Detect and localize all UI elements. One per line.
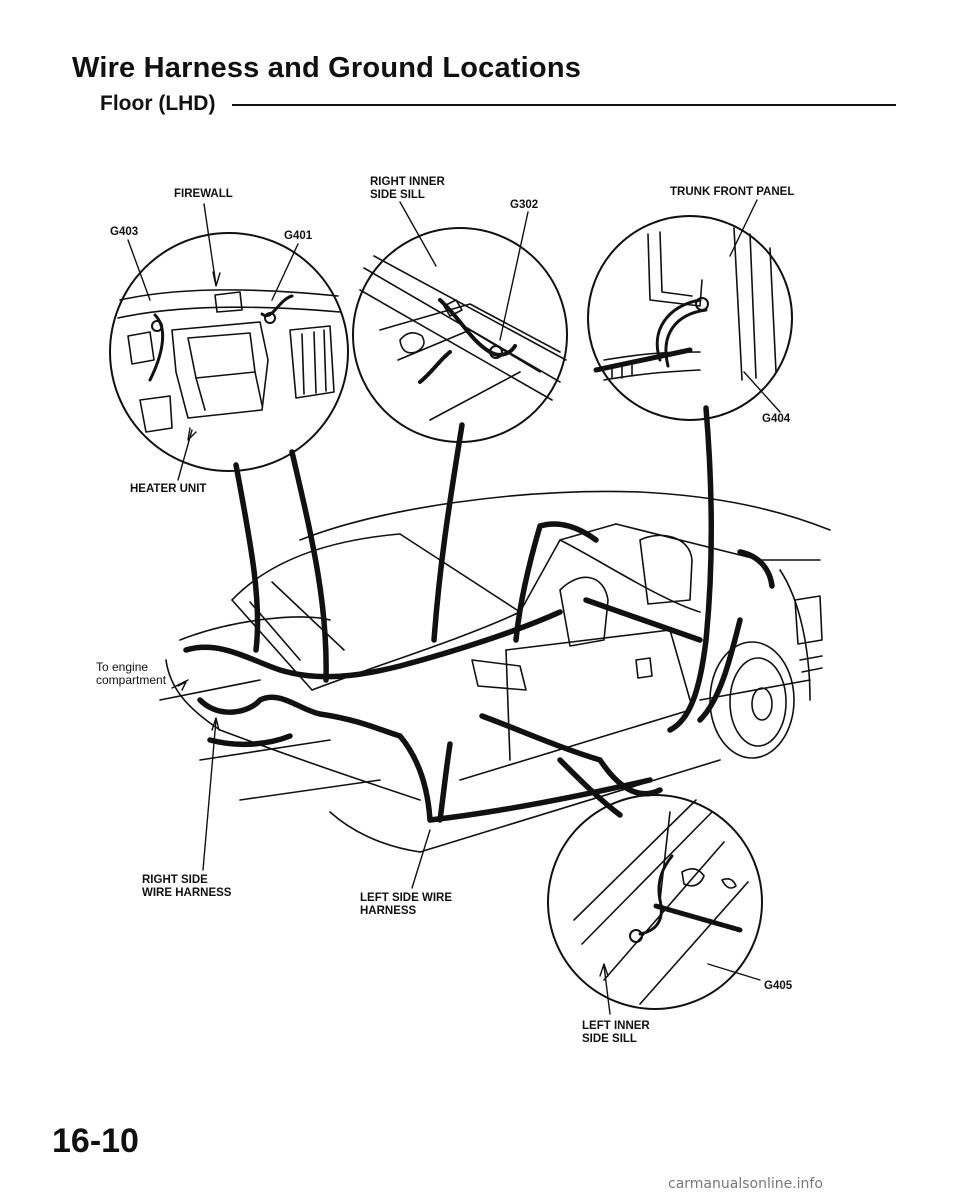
label-left-side-wire-harness-line2: HARNESS — [360, 905, 417, 917]
label-left-inner-side-sill-line1: LEFT INNER — [582, 1020, 650, 1032]
label-g403: G403 — [110, 226, 139, 238]
watermark: carmanualsonline.info — [668, 1176, 823, 1192]
label-firewall: FIREWALL — [174, 188, 233, 200]
label-g404: G404 — [762, 413, 791, 425]
detail-left-inner-side-sill-circle — [547, 794, 763, 1010]
label-g302: G302 — [510, 199, 539, 211]
wire-harness-routing — [183, 405, 775, 823]
label-right-side-wire-harness-line2: WIRE HARNESS — [142, 887, 232, 899]
label-heater-unit: HEATER UNIT — [130, 483, 207, 495]
label-trunk-front-panel: TRUNK FRONT PANEL — [670, 186, 795, 198]
label-to-engine-line2: compartment — [96, 673, 167, 687]
label-left-side-wire-harness-line1: LEFT SIDE WIRE — [360, 892, 452, 904]
header-rule — [232, 104, 896, 106]
page-number: 16-10 — [52, 1122, 139, 1160]
detail-trunk-front-panel-circle — [587, 215, 793, 421]
label-right-inner-side-sill-line2: SIDE SILL — [370, 189, 425, 201]
label-right-inner-side-sill-line1: RIGHT INNER — [370, 176, 445, 188]
detail-heater-unit-circle — [109, 232, 349, 472]
label-left-inner-side-sill-line2: SIDE SILL — [582, 1033, 637, 1045]
label-to-engine-line1: To engine — [96, 660, 149, 674]
label-right-side-wire-harness-line1: RIGHT SIDE — [142, 874, 208, 886]
leader-lines — [127, 199, 781, 1015]
label-g405: G405 — [764, 980, 793, 992]
detail-right-inner-side-sill-circle — [352, 227, 568, 443]
car-body-outline — [159, 490, 831, 853]
page-subtitle: Floor (LHD) — [100, 92, 216, 115]
page-title: Wire Harness and Ground Locations — [72, 52, 582, 84]
label-g401: G401 — [284, 230, 313, 242]
